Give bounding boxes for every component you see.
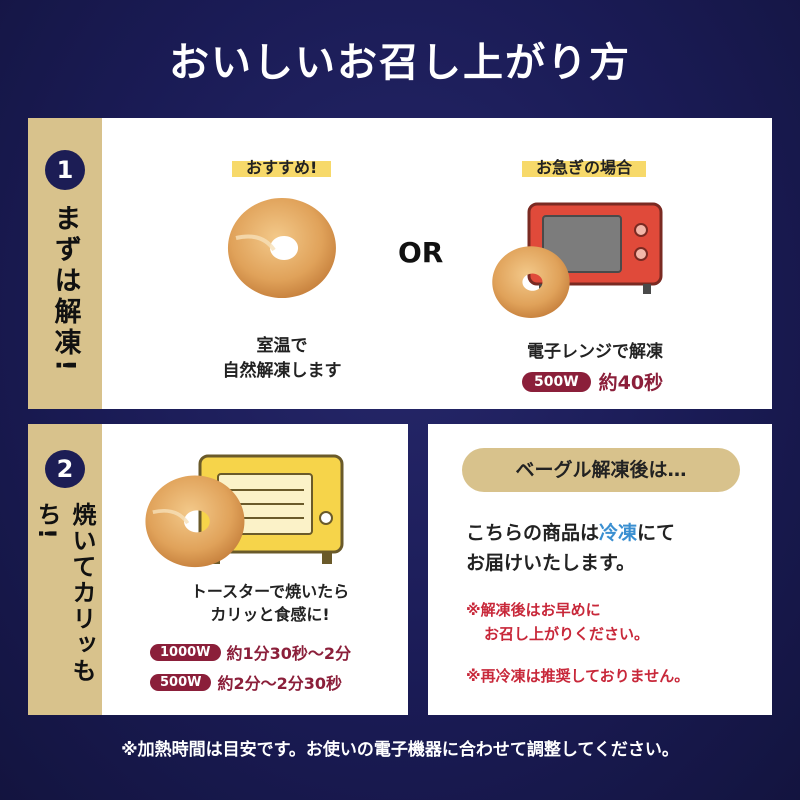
hurry-tag: お急ぎの場合 [522, 150, 647, 182]
note-warning-1: ※解凍後はお早めに お召し上がりください。 [466, 601, 650, 643]
note-warning-2: ※再冷凍は推奨しておりません。 [466, 667, 690, 685]
hurry-time: 約40秒 [598, 372, 664, 394]
recommended-text: 室温で 自然解凍します [222, 336, 342, 381]
hurry-text: 電子レンジで解凍 [527, 342, 663, 362]
toast-watt-badge-1: 1000W [150, 643, 221, 661]
step2-number: 2 [45, 450, 85, 489]
toast-watt-badge-2: 500W [150, 673, 212, 691]
frozen-highlight: 冷凍 [599, 522, 638, 544]
page-title: おいしいお召し上がり方 [169, 39, 631, 86]
bagel-small-icon [492, 246, 570, 318]
toast-time-2: 500W 約2分〜2分30秒 [150, 670, 342, 694]
footer-note: ※加熱時間は目安です。お使いの電子機器に合わせて調整してください。 [121, 740, 679, 760]
step1-label: まずは解凍! [49, 204, 81, 376]
toaster-text: トースターで焼いたら カリッと食感に! [190, 582, 350, 625]
bagel-toast-icon [145, 475, 245, 568]
bagel-icon [227, 198, 336, 298]
step2-label: 焼いてカリッもち! [33, 502, 96, 685]
step1-tab: 1 まずは解凍! [28, 118, 102, 409]
note-heading: ベーグル解凍後は… [462, 448, 740, 492]
note-body: こちらの商品は冷凍にて お届けいたします。 [466, 522, 676, 575]
toast-time-1: 1000W 約1分30秒〜2分 [150, 640, 351, 664]
recommended-tag: おすすめ! [232, 150, 332, 182]
toast-time-value-1: 約1分30秒〜2分 [226, 644, 352, 663]
or-label: OR [398, 236, 444, 269]
step1-number: 1 [45, 150, 85, 190]
hurry-watt-badge: 500W [522, 371, 591, 392]
step2-tab: 2 焼いてカリッもち! [28, 424, 102, 715]
toast-time-value-2: 約2分〜2分30秒 [217, 674, 343, 693]
hurry-time-row: 500W 約40秒 [522, 368, 663, 395]
